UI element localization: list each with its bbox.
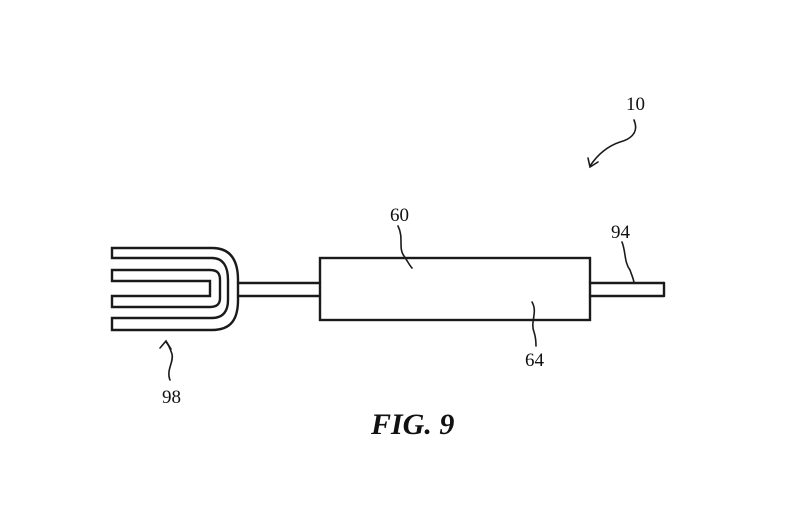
figure-caption: FIG. 9 [370,408,454,441]
leader-98 [165,341,174,381]
label-10: 10 [626,94,645,115]
leader-94 [621,241,635,284]
label-64: 64 [525,350,545,371]
label-60: 60 [390,205,409,226]
leader-60 [397,225,413,269]
leader-10 [589,119,637,167]
leader-98-arrowhead [159,339,172,350]
right-rod [588,281,666,298]
fork-end [110,246,240,332]
leader-10-arrowhead [587,157,599,169]
connecting-rod [236,281,322,298]
main-body [318,256,592,322]
label-94: 94 [611,222,631,243]
label-98: 98 [162,387,181,408]
leader-64 [531,301,537,347]
